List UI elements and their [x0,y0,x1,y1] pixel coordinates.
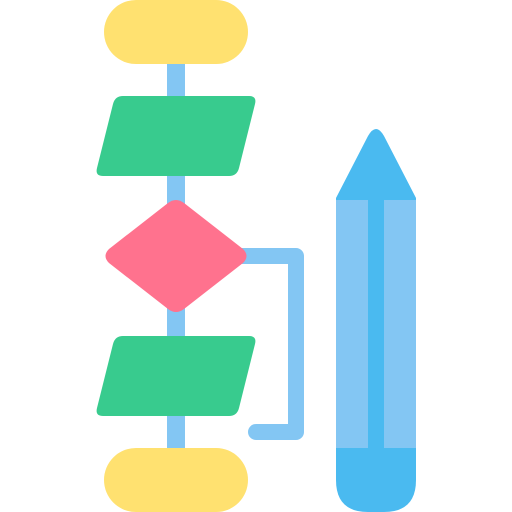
pencil-icon [336,129,416,512]
decision-shape [105,200,247,312]
pencil-center-stripe [368,200,384,452]
flowchart [96,0,304,512]
pencil-cap [336,448,416,512]
start-terminator-shape [104,0,248,64]
process-shape-1 [96,96,256,176]
pencil-tip [336,129,416,208]
process-shape-2 [96,336,256,416]
end-terminator-shape [104,448,248,512]
flowchart-loop-connector [230,248,304,440]
